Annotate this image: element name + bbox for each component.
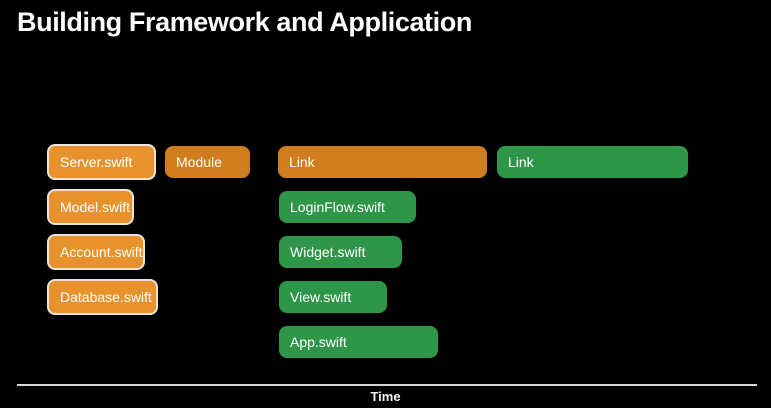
bar-label: Link — [289, 154, 315, 170]
slide-title: Building Framework and Application — [17, 7, 472, 37]
bar-view-swift: View.swift — [279, 281, 387, 313]
bar-label: View.swift — [290, 289, 352, 305]
bar-label: App.swift — [290, 334, 347, 350]
time-axis-line — [17, 384, 757, 386]
bar-server-swift: Server.swift — [47, 144, 156, 180]
bar-loginflow-swift: LoginFlow.swift — [279, 191, 416, 223]
bar-label: Account.swift — [60, 244, 143, 260]
bar-model-swift: Model.swift — [47, 189, 134, 225]
bar-widget-swift: Widget.swift — [279, 236, 402, 268]
bar-link-framework: Link — [278, 146, 487, 178]
bar-label: Model.swift — [60, 199, 131, 215]
time-axis-label: Time — [370, 389, 401, 404]
bar-label: Database.swift — [60, 289, 152, 305]
bar-database-swift: Database.swift — [47, 279, 158, 315]
bar-label: Link — [508, 154, 534, 170]
bar-label: Module — [176, 154, 222, 170]
bar-app-swift: App.swift — [279, 326, 438, 358]
bar-label: LoginFlow.swift — [290, 199, 385, 215]
bar-label: Server.swift — [60, 154, 133, 170]
bar-label: Widget.swift — [290, 244, 366, 260]
bar-module: Module — [165, 146, 250, 178]
bar-account-swift: Account.swift — [47, 234, 145, 270]
bar-link-app: Link — [497, 146, 688, 178]
